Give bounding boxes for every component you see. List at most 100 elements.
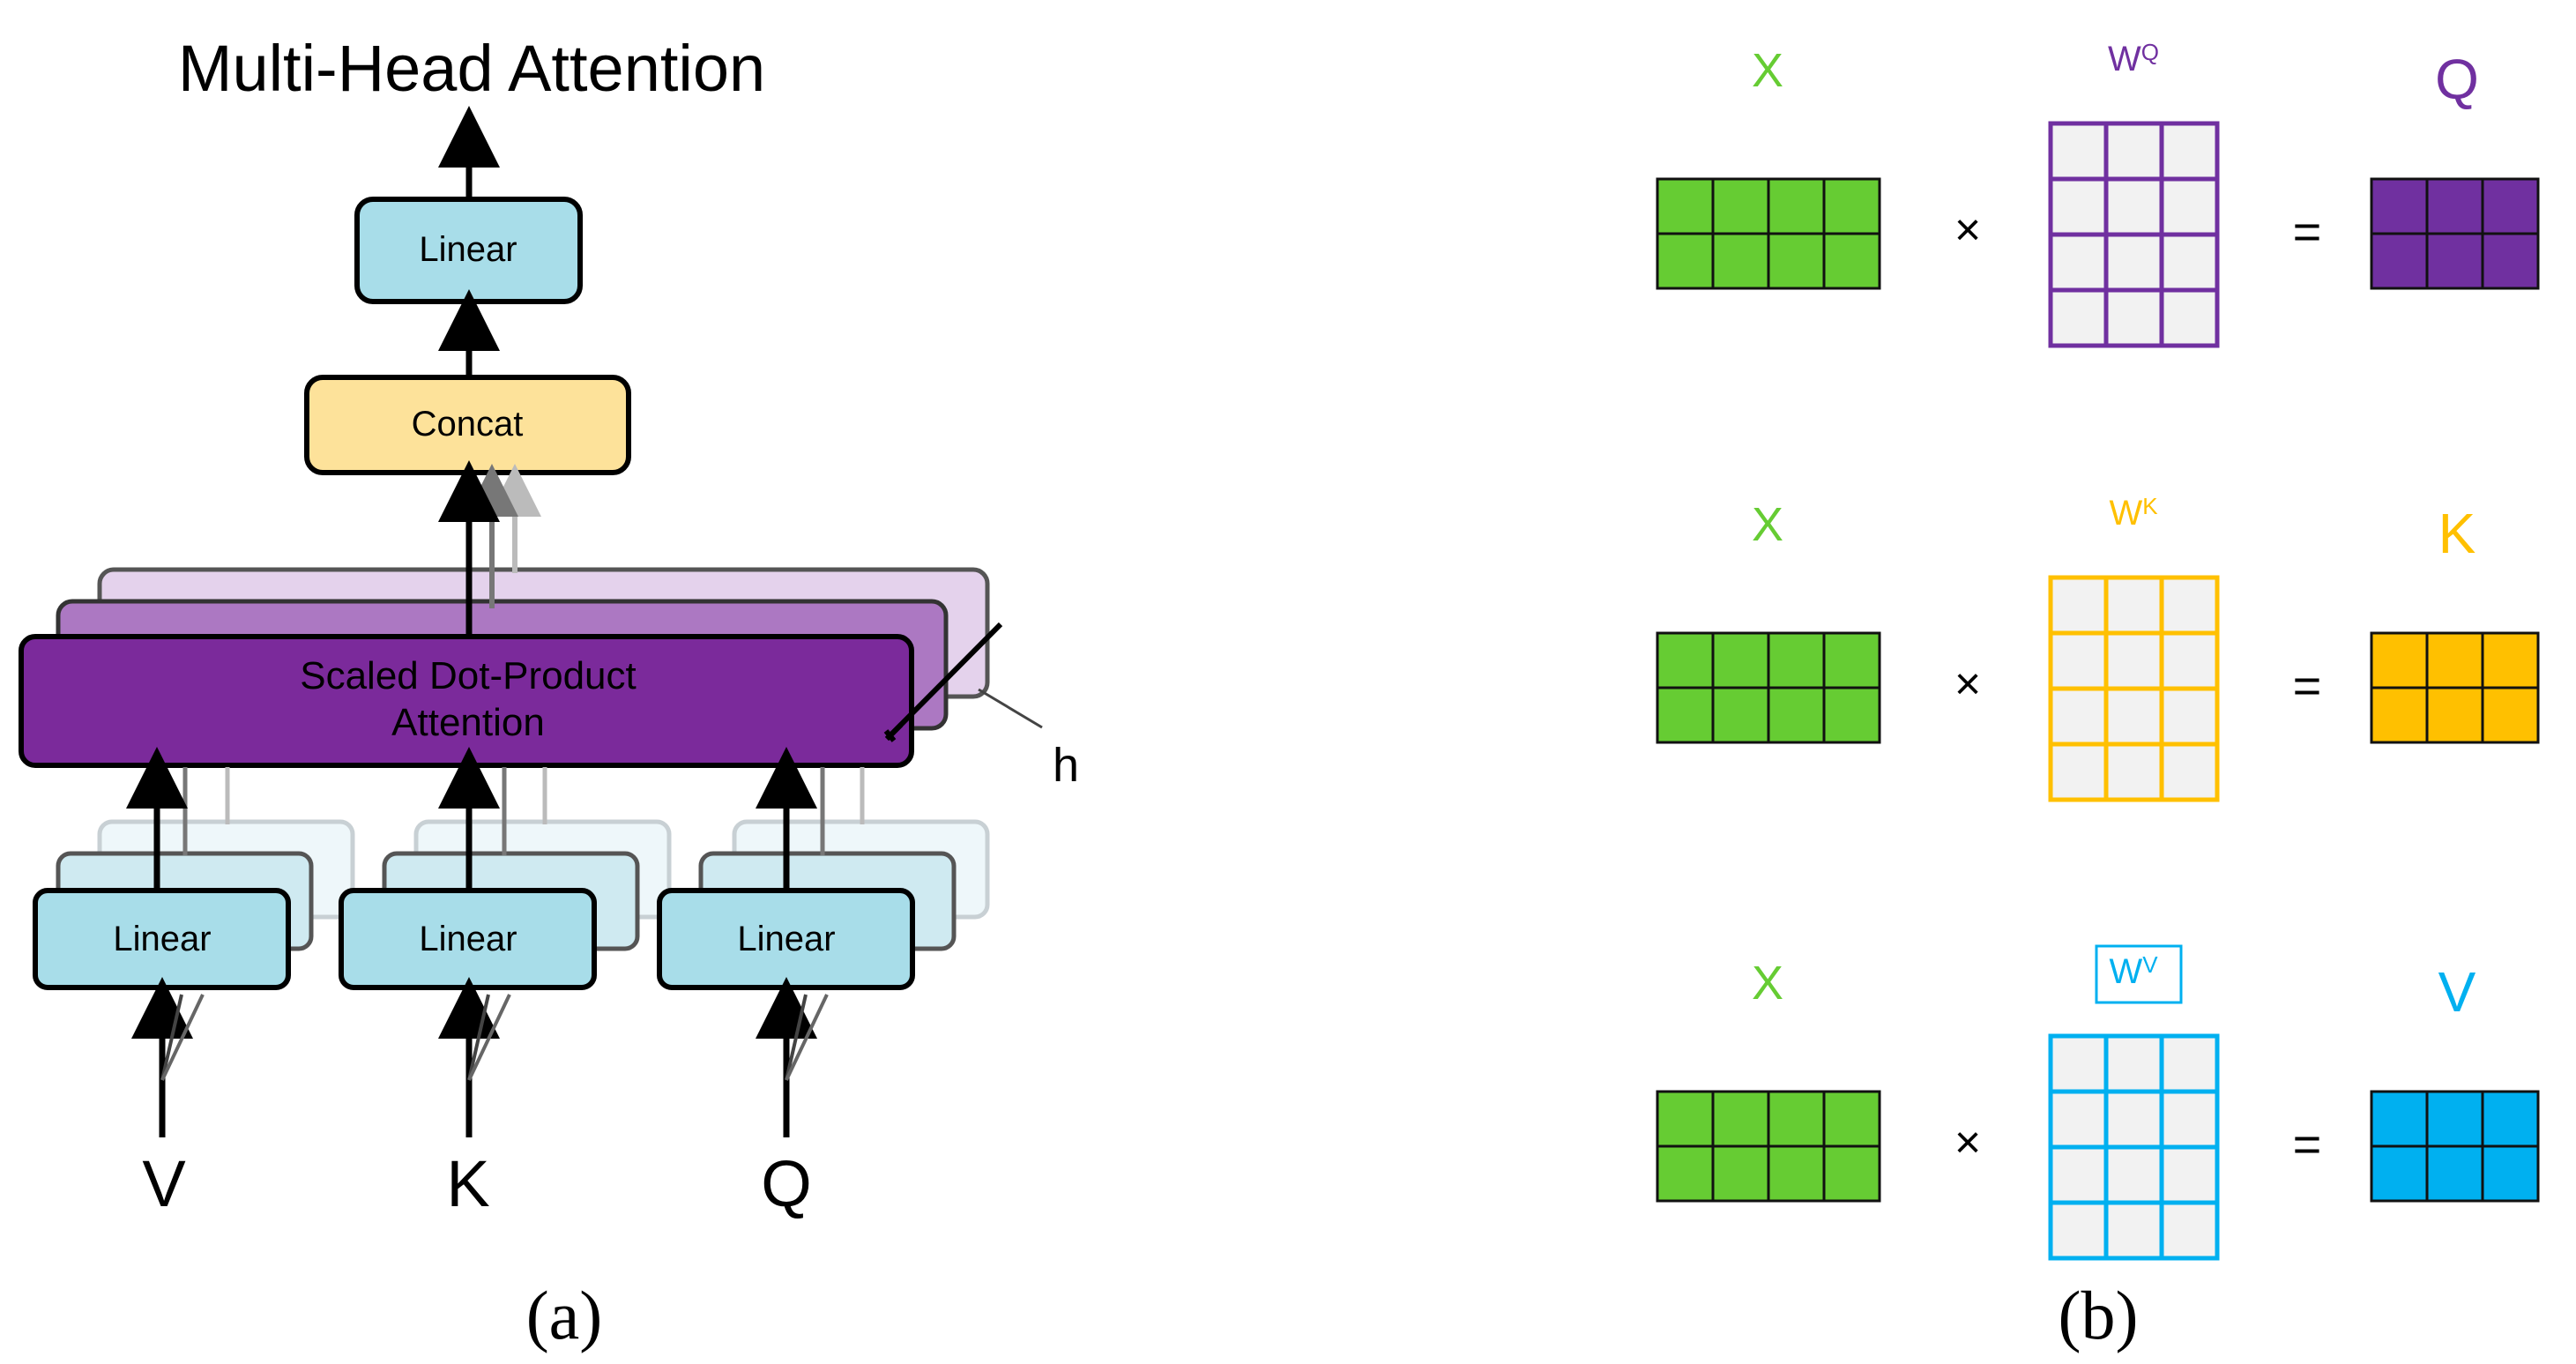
matrix-cell [2370,631,2429,689]
panel-b: X×WQ=QX×WK=KX×WV=V [1656,39,2540,1261]
matrix-cell [2159,1144,2220,1205]
matrix-cell [2048,176,2109,237]
matrix-cell [2103,1033,2164,1094]
matrix-cell [1767,1090,1826,1148]
matrix-cell [1822,1144,1881,1203]
weight-label: WQ [2108,39,2159,78]
matrix-cell [2048,232,2109,293]
result-label: V [2438,960,2476,1024]
result-matrix [2370,177,2540,290]
matrix-cell [1711,686,1770,744]
linear-v-label: Linear [113,920,211,958]
sdpa-box: Scaled Dot-Product Attention [19,634,914,768]
matrix-cell [2048,1200,2109,1261]
times-symbol: × [1954,1117,1981,1168]
matrix-cell [2048,1089,2109,1150]
matrix-cell [2048,1033,2109,1094]
panel-a-title: Multi-Head Attention [178,32,765,105]
caption-b: (b) [2059,1277,2139,1353]
input-k-label: K [446,1147,489,1220]
weight-base: W [2109,494,2142,533]
matrix-cell [1656,232,1715,290]
matrix-cell [2159,121,2220,182]
matrix-cell [1822,686,1881,744]
weight-base: W [2109,952,2142,991]
projection-row-k: X×WK=K [1656,493,2540,802]
matrix-cell [2481,686,2540,744]
weight-label: WV [2109,951,2158,991]
matrix-cell [2159,287,2220,348]
matrix-cell [2159,742,2220,802]
matrix-cell [2103,176,2164,237]
matrix-cell [1822,177,1881,235]
matrix-cell [1656,1090,1715,1148]
matrix-cell [2048,575,2109,636]
equals-symbol: = [2293,204,2322,259]
times-symbol: × [1954,205,1981,256]
matrix-cell [1656,631,1715,689]
times-symbol: × [1954,659,1981,710]
weight-superscript: Q [2141,39,2159,65]
matrix-cell [2103,232,2164,293]
result-label: Q [2435,48,2479,111]
h-indicator: h [883,622,1079,792]
matrix-cell [2370,232,2429,290]
matrix-cell [1767,177,1826,235]
matrix-cell [1656,686,1715,744]
input-q-arrows [756,977,829,1137]
matrix-cell [2425,1144,2484,1203]
x-matrix [1656,1090,1881,1203]
matrix-cell [2103,1089,2164,1150]
matrix-cell [2159,686,2220,747]
weight-superscript: K [2142,493,2158,519]
matrix-cell [2425,232,2484,290]
x-matrix [1656,631,1881,744]
matrix-cell [2481,631,2540,689]
matrix-cell [2103,630,2164,691]
linear-q-box: Linear [657,888,915,990]
result-matrix [2370,1090,2540,1203]
matrix-cell [2103,575,2164,636]
sdpa-label-line2: Attention [391,701,545,744]
weight-label: WK [2109,493,2158,533]
matrix-cell [1711,1144,1770,1203]
matrix-cell [2159,232,2220,293]
matrix-cell [2048,742,2109,802]
matrix-cell [1822,1090,1881,1148]
weight-matrix [2048,121,2220,348]
panel-a: Multi-Head Attention Linear Concat Scale… [19,32,1079,1353]
concat-label: Concat [412,405,524,443]
matrix-cell [2159,176,2220,237]
matrix-cell [2159,1089,2220,1150]
matrix-cell [1767,686,1826,744]
linear-v-box: Linear [33,888,291,990]
linear-k-label: Linear [419,920,517,958]
matrix-cell [2159,630,2220,691]
matrix-cell [2103,121,2164,182]
x-label: X [1752,44,1783,97]
concat-box: Concat [304,375,631,475]
weight-superscript: V [2142,951,2158,978]
matrix-cell [2370,1090,2429,1148]
matrix-cell [2370,1144,2429,1203]
matrix-cell [2425,177,2484,235]
x-matrix [1656,177,1881,290]
linear-q-label: Linear [737,920,835,958]
result-matrix [2370,631,2540,744]
matrix-cell [2103,1200,2164,1261]
matrix-cell [1656,177,1715,235]
matrix-cell [2159,1033,2220,1094]
x-label: X [1752,957,1783,1010]
matrix-cell [2159,1200,2220,1261]
matrix-cell [1822,631,1881,689]
matrix-cell [1767,631,1826,689]
weight-matrix [2048,1033,2220,1261]
matrix-cell [2048,630,2109,691]
matrix-cell [2425,1090,2484,1148]
matrix-cell [2048,287,2109,348]
matrix-cell [2425,686,2484,744]
matrix-cell [1711,631,1770,689]
input-v-arrows [131,977,205,1137]
